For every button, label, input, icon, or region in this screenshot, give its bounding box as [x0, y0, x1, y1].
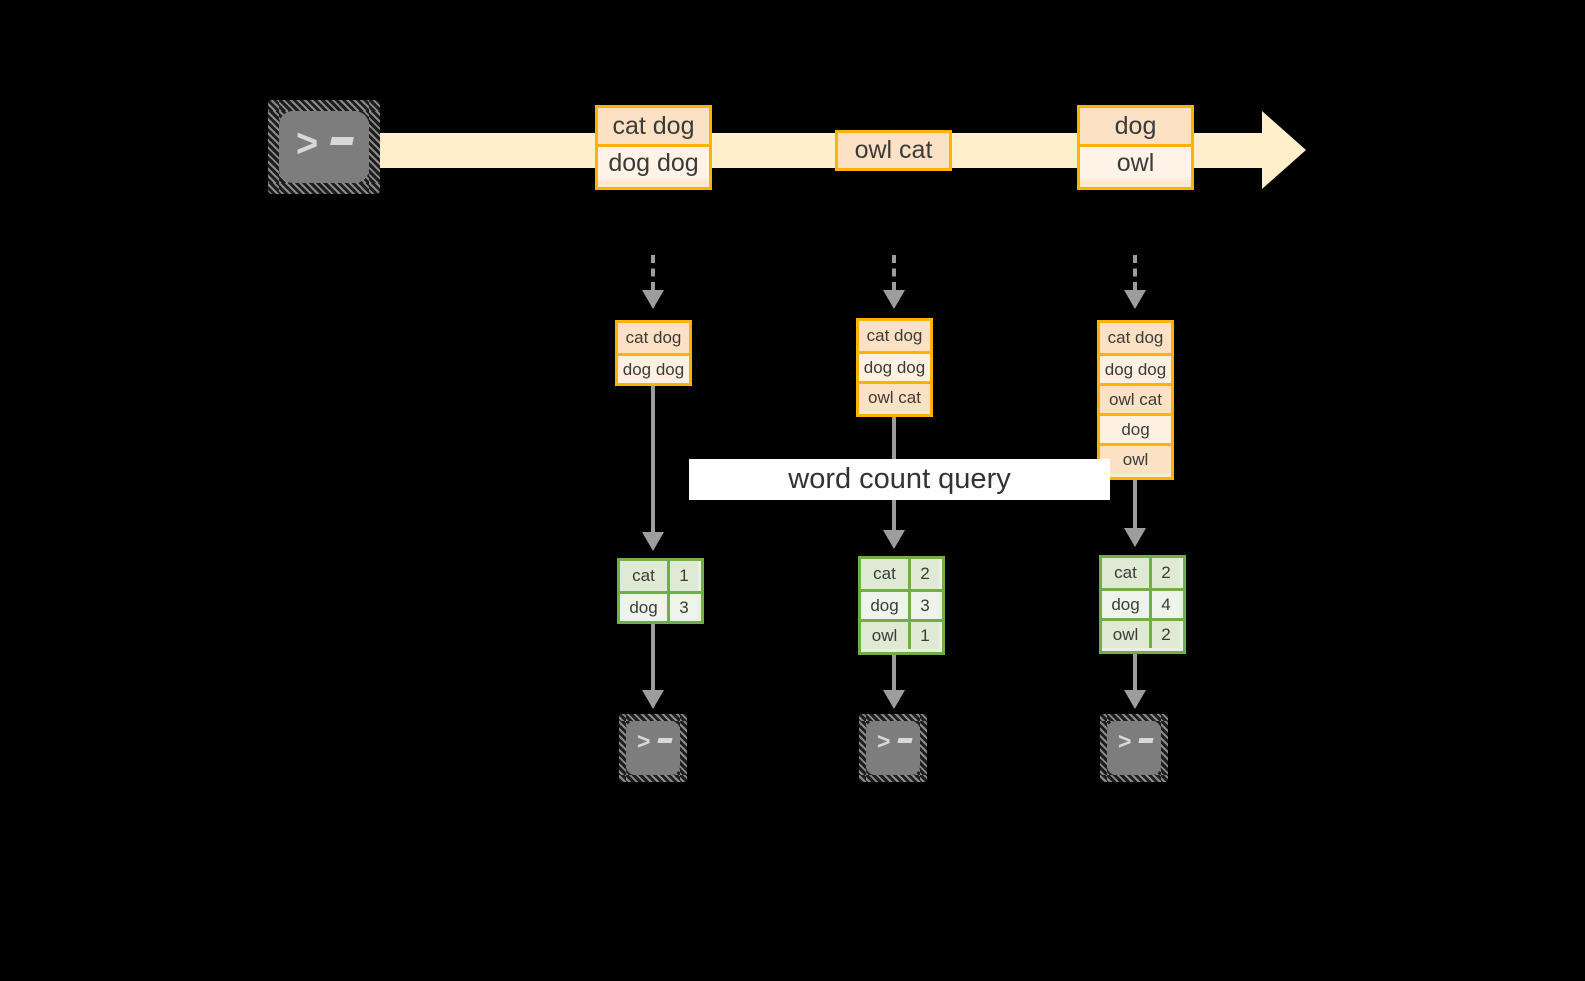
terminal-cursor-icon	[330, 137, 354, 145]
query-arrow-head-3	[1124, 528, 1146, 547]
result-row: owl 1	[861, 619, 942, 649]
result-row: dog 3	[620, 591, 701, 621]
result-table-3: cat 2 dog 4 owl 2	[1099, 555, 1186, 654]
accumulated-input-3-line-3: owl cat	[1100, 383, 1171, 413]
result-word-2-1: cat	[861, 559, 908, 589]
stream-batch-3-line-1: dog	[1080, 108, 1191, 144]
sink-terminal-icon-2: >	[859, 714, 927, 782]
terminal-chevron-icon: >	[296, 121, 319, 167]
sink-arrow-shaft-2	[892, 655, 896, 690]
result-count-1-1: 1	[667, 561, 698, 591]
stream-batch-2: owl cat	[835, 130, 952, 171]
dashed-arrow-shaft-3	[1133, 255, 1137, 290]
stream-batch-1-line-2: dog dog	[598, 144, 709, 180]
stream-batch-3-line-2: owl	[1080, 144, 1191, 180]
result-count-3-1: 2	[1149, 558, 1180, 588]
accumulated-input-3-line-1: cat dog	[1100, 323, 1171, 353]
sink-terminal-icon-1: >	[619, 714, 687, 782]
accumulated-input-2: cat dog dog dog owl cat	[856, 318, 933, 417]
result-count-3-3: 2	[1149, 621, 1180, 648]
sink-arrow-shaft-3	[1133, 654, 1137, 690]
query-label: word count query	[788, 463, 1011, 495]
sink-arrow-shaft-1	[651, 624, 655, 690]
query-label-band	[689, 459, 1110, 500]
query-arrow-shaft-3	[1133, 480, 1137, 528]
result-count-3-2: 4	[1149, 591, 1180, 618]
dashed-arrow-shaft-2	[892, 255, 896, 290]
result-table-1: cat 1 dog 3	[617, 558, 704, 624]
result-word-3-3: owl	[1102, 621, 1149, 648]
stream-arrowhead-icon	[1262, 111, 1306, 189]
query-arrow-shaft-1	[651, 386, 655, 532]
result-word-3-1: cat	[1102, 558, 1149, 588]
accumulated-input-1-line-1: cat dog	[618, 323, 689, 353]
result-row: cat 2	[861, 559, 942, 589]
accumulated-input-1: cat dog dog dog	[615, 320, 692, 386]
result-word-1-1: cat	[620, 561, 667, 591]
result-table-2: cat 2 dog 3 owl 1	[858, 556, 945, 655]
source-terminal-icon: >	[268, 100, 380, 194]
terminal-cursor-icon	[897, 738, 913, 743]
dashed-arrow-shaft-1	[651, 255, 655, 290]
sink-terminal-icon-3: >	[1100, 714, 1168, 782]
accumulated-input-3-line-5: owl	[1100, 443, 1171, 473]
result-word-3-2: dog	[1102, 591, 1149, 618]
accumulated-input-2-line-3: owl cat	[859, 381, 930, 411]
terminal-chevron-icon: >	[637, 728, 651, 754]
result-row: cat 2	[1102, 558, 1183, 588]
accumulated-input-3-line-2: dog dog	[1100, 353, 1171, 383]
query-arrow-head-2	[883, 530, 905, 549]
result-word-2-2: dog	[861, 592, 908, 619]
dashed-arrow-head-2	[883, 290, 905, 309]
terminal-cursor-icon	[1138, 738, 1154, 743]
result-count-2-2: 3	[908, 592, 939, 619]
terminal-cursor-icon	[657, 738, 673, 743]
dashed-arrow-head-3	[1124, 290, 1146, 309]
stream-batch-2-line-1: owl cat	[854, 136, 933, 164]
result-count-2-1: 2	[908, 559, 939, 589]
result-row: owl 2	[1102, 618, 1183, 648]
result-word-2-3: owl	[861, 622, 908, 649]
sink-arrow-head-3	[1124, 690, 1146, 709]
result-count-2-3: 1	[908, 622, 939, 649]
stream-batch-1-line-1: cat dog	[598, 108, 709, 144]
stream-batch-3: dog owl	[1077, 105, 1194, 190]
accumulated-input-3: cat dog dog dog owl cat dog owl	[1097, 320, 1174, 480]
sink-arrow-head-1	[642, 690, 664, 709]
terminal-chevron-icon: >	[1118, 728, 1132, 754]
terminal-chevron-icon: >	[877, 728, 891, 754]
dashed-arrow-head-1	[642, 290, 664, 309]
result-row: dog 4	[1102, 588, 1183, 618]
stream-batch-1: cat dog dog dog	[595, 105, 712, 190]
accumulated-input-1-line-2: dog dog	[618, 353, 689, 383]
result-word-1-2: dog	[620, 594, 667, 621]
accumulated-input-2-line-2: dog dog	[859, 351, 930, 381]
accumulated-input-2-line-1: cat dog	[859, 321, 930, 351]
result-row: cat 1	[620, 561, 701, 591]
result-count-1-2: 3	[667, 594, 698, 621]
result-row: dog 3	[861, 589, 942, 619]
sink-arrow-head-2	[883, 690, 905, 709]
query-arrow-head-1	[642, 532, 664, 551]
accumulated-input-3-line-4: dog	[1100, 413, 1171, 443]
